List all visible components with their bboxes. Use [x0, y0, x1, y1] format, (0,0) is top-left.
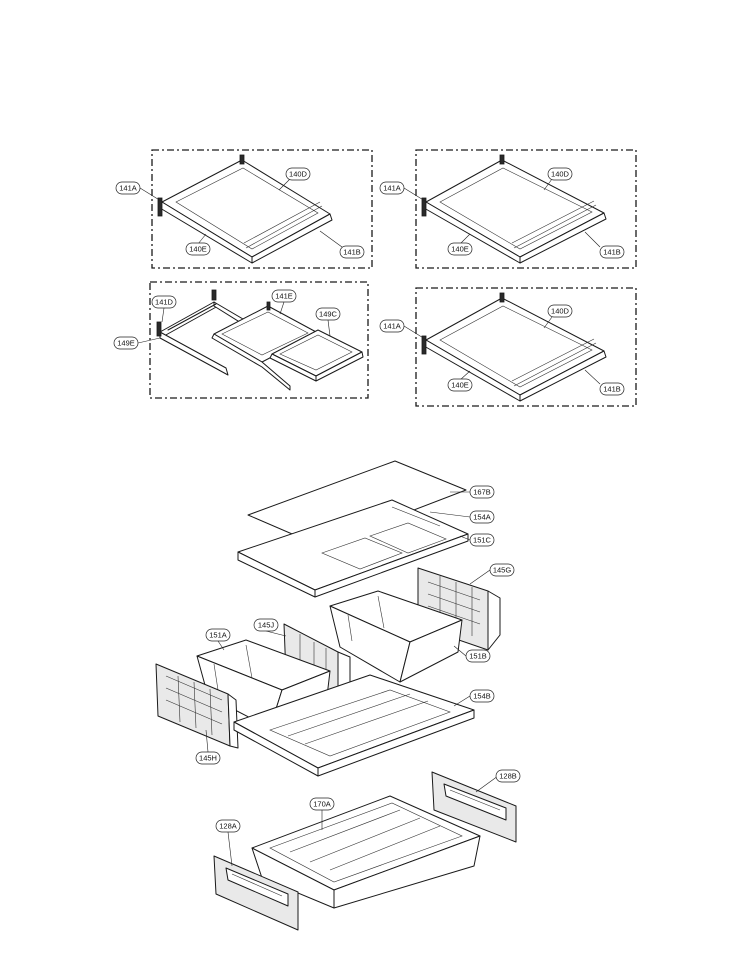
crisper-base-tray-154b [233, 674, 475, 777]
callout-128a: 128A [215, 819, 241, 867]
label-141a: 141A [383, 184, 401, 193]
label-151a: 151A [209, 631, 227, 640]
label-170a: 170A [313, 800, 331, 809]
callout-154a: 154A [429, 510, 495, 524]
label-145h: 145H [199, 754, 217, 763]
callout-170a: 170A [309, 797, 335, 830]
callout-140d-box2: 140D [543, 167, 573, 191]
label-149e: 149E [117, 339, 135, 348]
label-151c: 151C [473, 536, 492, 545]
label-141a: 141A [119, 184, 137, 193]
callout-141a-box1: 141A [115, 181, 162, 202]
label-141b: 141B [343, 248, 361, 257]
callout-141e: 141E [271, 289, 297, 315]
label-141b: 141B [603, 248, 621, 257]
callout-151b: 151B [453, 645, 491, 663]
shelf-assembly-box-1: 141A 140D 140E 141B [115, 149, 373, 269]
callout-145g: 145G [469, 563, 515, 585]
label-145j: 145J [258, 621, 275, 630]
label-149c: 149C [319, 310, 338, 319]
glass-shelf-1 [157, 154, 333, 264]
label-141e: 141E [275, 292, 293, 301]
bottom-bracket-128b [431, 771, 517, 843]
callout-145h: 145H [195, 729, 221, 765]
label-141b: 141B [603, 385, 621, 394]
label-128b: 128B [499, 772, 517, 781]
callout-145j: 145J [253, 618, 287, 637]
callout-149e: 149E [113, 336, 161, 350]
crisper-cover-frame-151c [237, 499, 469, 598]
callout-140e-box4: 140E [447, 370, 473, 392]
crisper-side-panel-145h [155, 663, 239, 749]
callout-167b: 167B [450, 485, 495, 499]
label-140d: 140D [551, 170, 570, 179]
label-141d: 141D [155, 298, 174, 307]
callout-140e-box2: 140E [447, 233, 473, 256]
callout-141a-box4: 141A [379, 319, 426, 340]
label-128a: 128A [219, 822, 237, 831]
label-140e: 140E [451, 245, 469, 254]
label-151b: 151B [469, 652, 487, 661]
callout-140d-box4: 140D [543, 304, 573, 329]
label-141a: 141A [383, 322, 401, 331]
bottom-bracket-128a [213, 855, 299, 931]
label-154a: 154A [473, 513, 491, 522]
shelf-assembly-box-4: 141A 140D 140E 141B [379, 287, 637, 407]
label-140e: 140E [189, 245, 207, 254]
callout-141a-box2: 141A [379, 181, 426, 202]
callout-141b-box4: 141B [584, 369, 625, 396]
label-140d: 140D [289, 170, 308, 179]
callout-151c: 151C [459, 533, 495, 547]
callout-128b: 128B [475, 769, 521, 793]
label-154b: 154B [473, 692, 491, 701]
label-167b: 167B [473, 488, 491, 497]
callout-141d: 141D [151, 295, 177, 323]
callout-141b-box1: 141B [319, 230, 365, 259]
glass-insert-149c [269, 329, 364, 382]
callout-154b: 154B [453, 689, 495, 707]
crisper-drawer-151b [329, 590, 463, 683]
bottom-drawer-170a [251, 795, 481, 909]
label-140e: 140E [451, 381, 469, 390]
callout-149c: 149C [315, 307, 341, 337]
shelf-assembly-box-2: 141A 140D 140E 141B [379, 149, 637, 269]
shelf-assembly-box-3: 141D 141E 149C 149E [113, 281, 369, 399]
callout-140d-box1: 140D [278, 167, 311, 191]
label-145g: 145G [493, 566, 512, 575]
callout-140e-box1: 140E [185, 233, 211, 256]
label-140d: 140D [551, 307, 570, 316]
callout-151a: 151A [205, 628, 231, 651]
callout-141b-box2: 141B [584, 231, 625, 259]
glass-shelf-2 [421, 154, 607, 264]
glass-shelf-4 [421, 292, 607, 402]
